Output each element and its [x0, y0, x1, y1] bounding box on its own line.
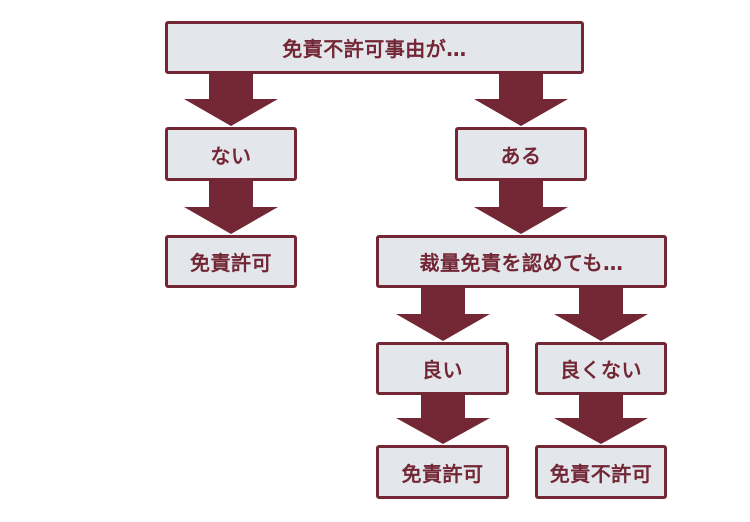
node-not-permit: 免責不許可 — [535, 445, 667, 499]
node-exists: ある — [455, 127, 587, 181]
arrow-not-good-to-not-permit — [554, 395, 648, 444]
arrow-discretion-to-not-good — [554, 288, 648, 341]
arrow-exists-to-discretion — [474, 181, 568, 234]
node-not-good: 良くない — [535, 342, 667, 395]
arrow-none-to-permit — [184, 181, 278, 234]
node-discretion: 裁量免責を認めても… — [376, 235, 667, 288]
arrow-good-to-permit — [396, 395, 490, 444]
arrow-root-to-none — [184, 74, 278, 126]
arrow-discretion-to-good — [396, 288, 490, 341]
node-none: ない — [165, 127, 297, 181]
node-root: 免責不許可事由が… — [165, 21, 584, 74]
node-permit-left: 免責許可 — [165, 235, 297, 288]
arrow-root-to-exists — [474, 74, 568, 126]
node-good: 良い — [376, 342, 509, 395]
node-permit-bottom: 免責許可 — [376, 445, 509, 499]
